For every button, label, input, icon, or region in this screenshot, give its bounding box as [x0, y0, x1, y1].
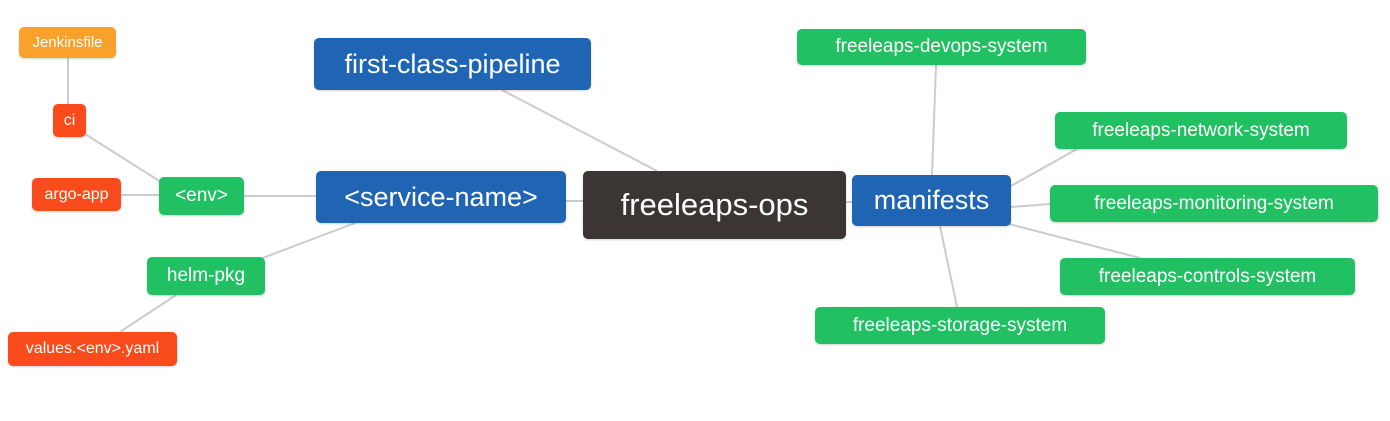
node-freeleaps-controls-system[interactable]: freeleaps-controls-system [1060, 258, 1355, 295]
node-ci[interactable]: ci [53, 104, 86, 137]
edge-helm-pkg-values [119, 294, 177, 333]
edge-pipeline-ops [501, 89, 658, 172]
node-helm-pkg[interactable]: helm-pkg [147, 257, 265, 295]
node-argo-app[interactable]: argo-app [32, 178, 121, 211]
node-env[interactable]: <env> [159, 177, 244, 215]
edge-ci-env [84, 133, 162, 183]
node-values-env-yaml[interactable]: values.<env>.yaml [8, 332, 177, 366]
edge-manifests-controls [1008, 223, 1141, 259]
node-first-class-pipeline[interactable]: first-class-pipeline [314, 38, 591, 90]
edge-service-name-helm-pkg [259, 222, 356, 260]
node-freeleaps-devops-system[interactable]: freeleaps-devops-system [797, 29, 1086, 65]
node-jenkinsfile[interactable]: Jenkinsfile [19, 27, 116, 58]
edge-manifests-network [1010, 148, 1078, 187]
node-freeleaps-ops[interactable]: freeleaps-ops [583, 171, 846, 239]
node-service-name[interactable]: <service-name> [316, 171, 566, 223]
node-manifests[interactable]: manifests [852, 175, 1011, 226]
edge-manifests-storage [939, 225, 958, 308]
node-freeleaps-network-system[interactable]: freeleaps-network-system [1055, 112, 1347, 149]
node-freeleaps-storage-system[interactable]: freeleaps-storage-system [815, 307, 1105, 344]
edge-devops-manifests [931, 64, 937, 176]
node-freeleaps-monitoring-system[interactable]: freeleaps-monitoring-system [1050, 185, 1378, 222]
edge-manifests-monitoring [1010, 203, 1051, 208]
